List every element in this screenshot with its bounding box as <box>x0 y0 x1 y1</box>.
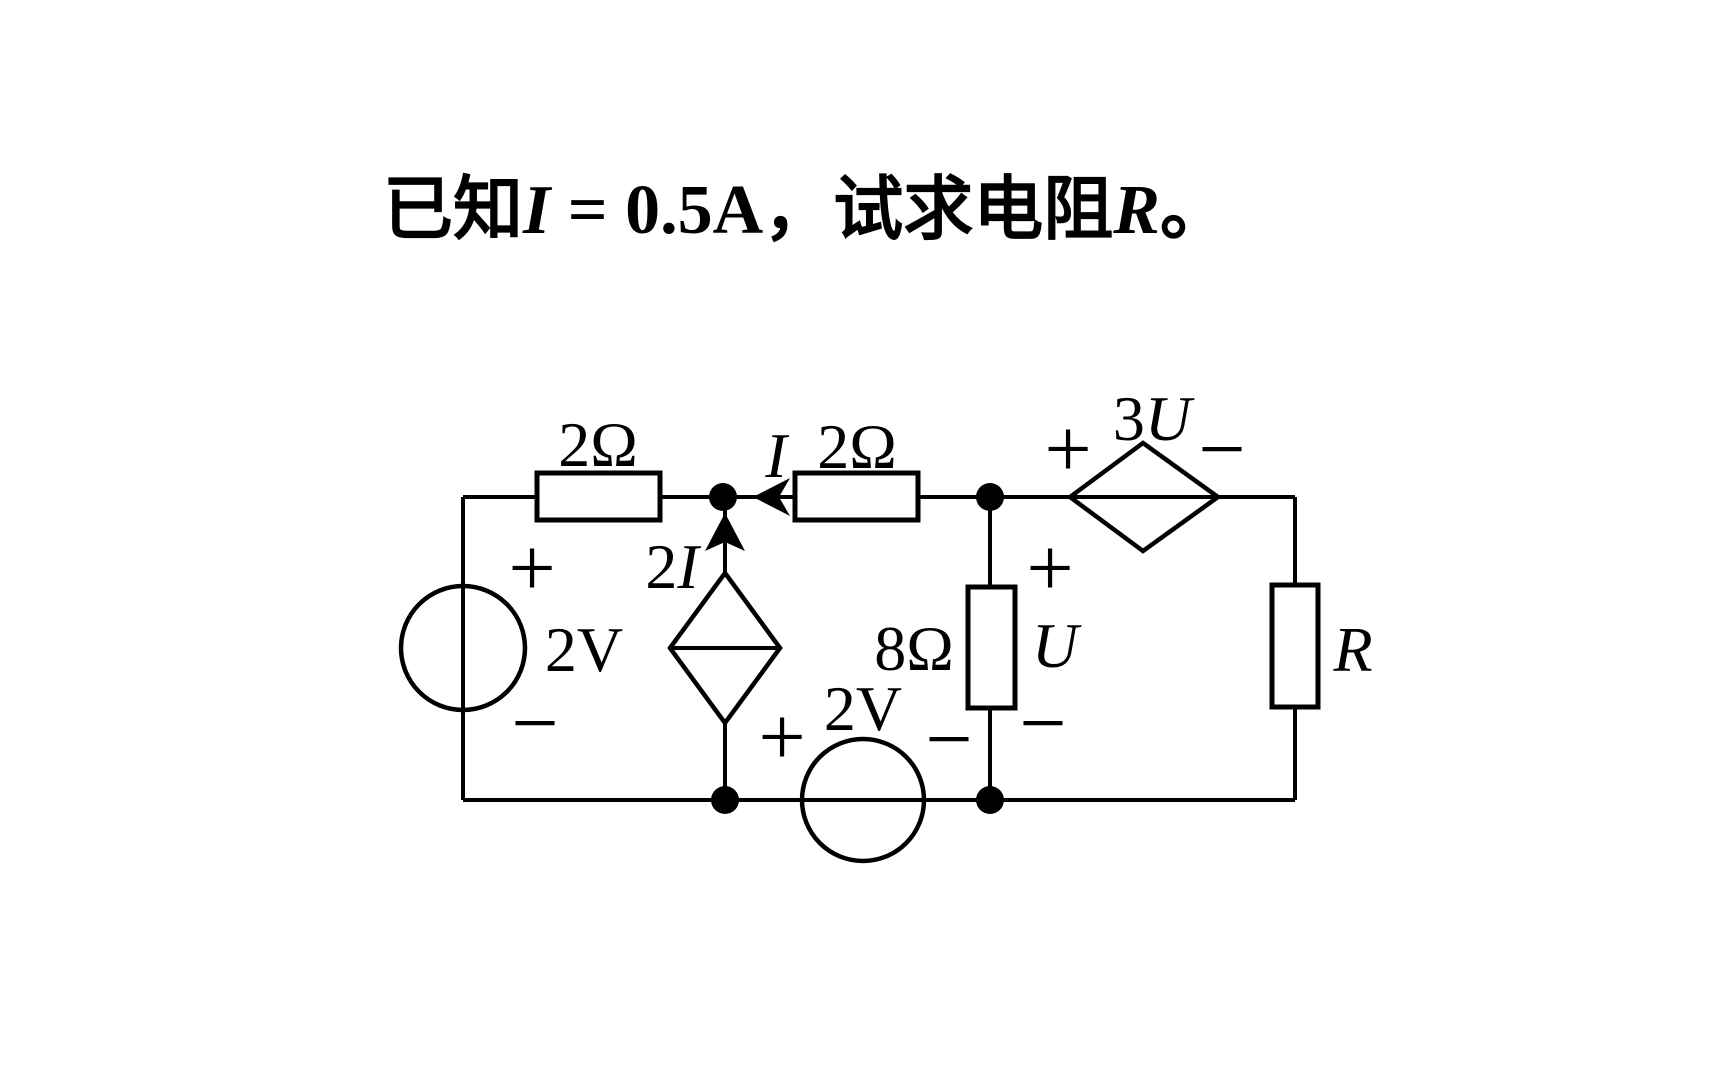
node-dot <box>711 786 739 814</box>
resistor-top-left-symbol <box>534 470 663 523</box>
resistor-top-middle-label: 2Ω <box>817 411 897 482</box>
resistor-top-middle-symbol <box>792 470 921 523</box>
title-resistance-variable: R <box>1113 172 1160 249</box>
bottom-source-plus-sign: + <box>758 691 805 784</box>
dependent-current-source-symbol <box>667 569 783 727</box>
voltage-source-bottom-symbol <box>799 736 927 864</box>
dep-voltage-source-label: 3U <box>1113 383 1195 454</box>
dependent-voltage-source-symbol <box>1066 440 1222 554</box>
branch-current-label: I <box>764 420 789 491</box>
resistor-right-symbol <box>1269 582 1321 710</box>
current-arrow-icon <box>753 478 790 516</box>
node-dot <box>976 483 1004 511</box>
dep-current-source-label: 2I <box>645 531 701 602</box>
left-source-minus-sign: − <box>511 677 558 770</box>
bottom-source-minus-sign: − <box>925 693 972 786</box>
node-dot <box>709 483 737 511</box>
shunt-voltage-label: U <box>1032 610 1082 681</box>
node-dot <box>976 786 1004 814</box>
resistor-shunt-label: 8Ω <box>874 613 954 684</box>
dep-voltage-plus-sign: + <box>1044 403 1091 496</box>
resistor-top-left-label: 2Ω <box>558 409 638 480</box>
title-suffix: 。 <box>1159 172 1230 249</box>
left-source-plus-sign: + <box>508 522 555 615</box>
title-equation: = 0.5A <box>550 172 764 249</box>
resistor-right-label: R <box>1332 614 1372 685</box>
dep-voltage-coeff: 3 <box>1113 383 1145 454</box>
page-title: 已知I = 0.5A，试求电阻R。 <box>383 172 1230 249</box>
dep-current-coeff: 2 <box>645 531 677 602</box>
title-prefix: 已知 <box>383 172 523 249</box>
resistor-shunt-symbol <box>965 584 1018 711</box>
title-middle: ，试求电阻 <box>763 172 1114 249</box>
title-current-variable: I <box>523 172 551 249</box>
voltage-source-left-label: 2V <box>545 614 623 685</box>
voltage-source-left-symbol <box>398 583 528 713</box>
dep-current-arrow-icon <box>705 513 745 551</box>
dep-voltage-minus-sign: − <box>1198 403 1245 496</box>
dep-voltage-var: U <box>1145 383 1195 454</box>
voltage-source-bottom-label: 2V <box>824 673 902 744</box>
shunt-voltage-minus-sign: − <box>1019 677 1066 770</box>
dep-current-var: I <box>676 531 701 602</box>
shunt-voltage-plus-sign: + <box>1026 522 1073 615</box>
